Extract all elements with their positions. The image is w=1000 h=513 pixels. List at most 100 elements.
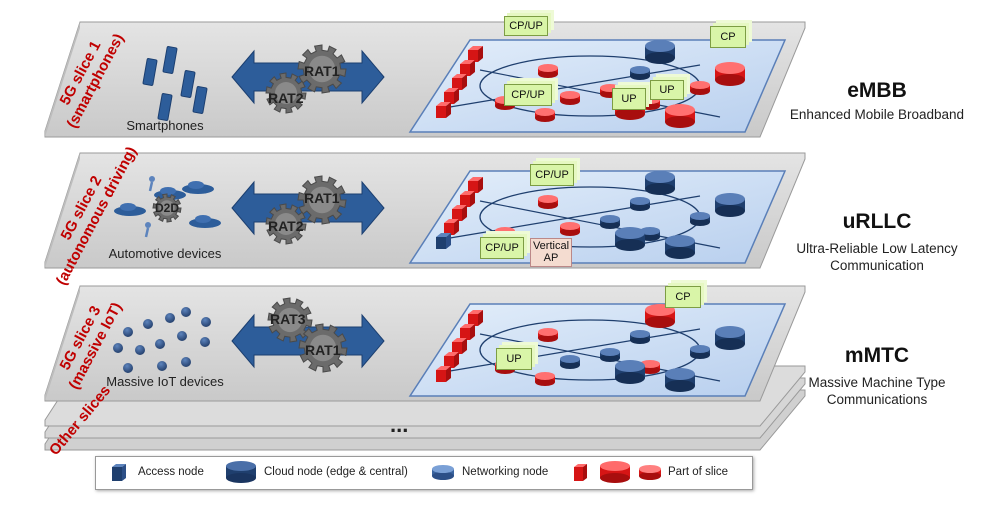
slice-1-networking-node-1 [560, 91, 580, 105]
slice-3-cloud-node-3 [665, 368, 695, 392]
smartphone-icon-0 [142, 58, 158, 86]
smartphone-icon-2 [180, 70, 196, 98]
legend-access-node-icon [112, 464, 126, 481]
iot-device-icon-7 [155, 339, 165, 349]
iot-device-icon-4 [201, 317, 211, 327]
smartphone-icon-3 [157, 93, 173, 121]
slice-3-rat-gear-front [298, 323, 348, 373]
slice-2-cloud-node-1 [715, 193, 745, 217]
tag-cpup-2: CP/UP [504, 84, 552, 106]
usecase-embb: eMBB [847, 79, 907, 102]
legend-networking-node-icon [432, 465, 454, 480]
slice-1-cloud-node-1 [715, 62, 745, 86]
tag-cpup-4: CP/UP [480, 237, 524, 259]
slice-2-access-node-4 [436, 233, 451, 249]
rat-label-slice1-front: RAT1 [304, 63, 340, 79]
usecase-mmtc-desc-1: Massive Machine Type [808, 375, 946, 390]
slice-2-networking-node-1 [560, 222, 580, 236]
slice-3-access-node-1 [460, 324, 475, 340]
car-icon-0 [114, 203, 146, 216]
legend-part-of-slice-label: Part of slice [668, 466, 729, 478]
smartphone-icon-4 [192, 86, 208, 114]
legend-networking-node-label: Networking node [462, 466, 549, 478]
slice-1-access-node-4 [436, 102, 451, 118]
tag-vertical-ap: Vertical AP [530, 238, 572, 267]
car-icon-1 [182, 181, 214, 194]
slice-1-networking-node-7 [535, 108, 555, 122]
iot-device-icon-12 [181, 357, 191, 367]
smartphone-icon-1 [162, 46, 178, 74]
d2d-label: D2D [155, 201, 180, 215]
usecase-embb-desc-1: Enhanced Mobile Broadband [789, 107, 965, 122]
slice-2-networking-node-6 [690, 212, 710, 226]
slice-1-access-node-0 [468, 46, 483, 62]
legend-icons [112, 461, 661, 483]
slice-1-networking-node-0 [538, 64, 558, 78]
legend-part-of-slice-icons [574, 461, 661, 483]
slice-1-access-node-3 [444, 88, 459, 104]
car-icon-2 [189, 215, 221, 228]
usecase-urllc-desc-1: Ultra-Reliable Low Latency [796, 241, 958, 256]
slice-2-layer [44, 152, 806, 269]
tag-up-3: UP [496, 348, 532, 370]
tag-cpup-1: CP/UP [504, 16, 548, 36]
usecase-mmtc-desc-2: Communications [826, 392, 928, 407]
slice-3-access-node-3 [444, 352, 459, 368]
slice-3-access-node-0 [468, 310, 483, 326]
slice-3-networking-node-4 [630, 330, 650, 344]
iot-device-icon-11 [157, 361, 167, 371]
slice-3-networking-node-6 [690, 345, 710, 359]
rat-label-slice1-back: RAT2 [268, 90, 304, 106]
slice-2-rat-gear-back [265, 203, 307, 245]
slice-3-access-node-4 [436, 366, 451, 382]
slice-1-networking-node-6 [690, 81, 710, 95]
slice-1-rat-gear-front [297, 44, 347, 94]
car-icon-3 [154, 187, 186, 200]
slice-2-access-node-2 [452, 205, 467, 221]
slice-3-access-node-2 [452, 338, 467, 354]
tag-cpup-3: CP/UP [530, 164, 574, 186]
slice-2-access-node-3 [444, 219, 459, 235]
slice-2-cloud-node-3 [665, 235, 695, 259]
slice-2-cloud-node-2 [615, 227, 645, 251]
slice-2-access-node-0 [468, 177, 483, 193]
slice-2-networking-node-0 [538, 195, 558, 209]
slice-1-networking-node-4 [630, 66, 650, 80]
devices-caption-slice-1: Smartphones [126, 118, 204, 133]
d2d-gear-icon [152, 193, 182, 223]
slice-3-networking-node-1 [560, 355, 580, 369]
iot-device-icon-10 [123, 363, 133, 373]
slice-3-networking-node-0 [538, 328, 558, 342]
slice-1-cloud-node-3 [665, 104, 695, 128]
iot-device-icon-8 [177, 331, 187, 341]
slice-3-cloud-node-1 [715, 326, 745, 350]
iot-device-icon-6 [135, 345, 145, 355]
pedestrian-icon-0 [149, 176, 155, 182]
slice-2-rat-gear-front [297, 175, 347, 225]
slice-1-cloud-node-0 [645, 40, 675, 64]
tag-up-2: UP [650, 80, 684, 100]
slice-1-rat-gear-back [265, 72, 307, 114]
legend-access-node-label: Access node [138, 466, 204, 478]
pedestrian-icon-1 [145, 222, 151, 228]
rat-label-slice2-front: RAT1 [304, 190, 340, 206]
rat-label-slice3-back: RAT3 [270, 311, 306, 327]
tag-cp-1: CP [710, 26, 746, 48]
slice-2-networking-node-4 [630, 197, 650, 211]
slice-3-rat-gear-back [267, 297, 313, 343]
legend-cloud-node-label: Cloud node (edge & central) [264, 466, 408, 478]
slice-3-layer [44, 285, 806, 402]
slice-2-networking-node-3 [600, 215, 620, 229]
iot-device-icon-1 [143, 319, 153, 329]
legend: Access node Cloud node (edge & central) … [95, 456, 753, 490]
slice-3-cloud-node-2 [615, 360, 645, 384]
slice-2-access-node-1 [460, 191, 475, 207]
slice-1-access-node-1 [460, 60, 475, 76]
usecase-urllc-desc-2: Communication [830, 258, 924, 273]
slice-1-access-node-2 [452, 74, 467, 90]
devices-caption-slice-3: Massive IoT devices [106, 374, 224, 389]
tag-up-1: UP [612, 88, 646, 110]
tag-cp-2: CP [665, 286, 701, 308]
slice-3-networking-node-3 [600, 348, 620, 362]
